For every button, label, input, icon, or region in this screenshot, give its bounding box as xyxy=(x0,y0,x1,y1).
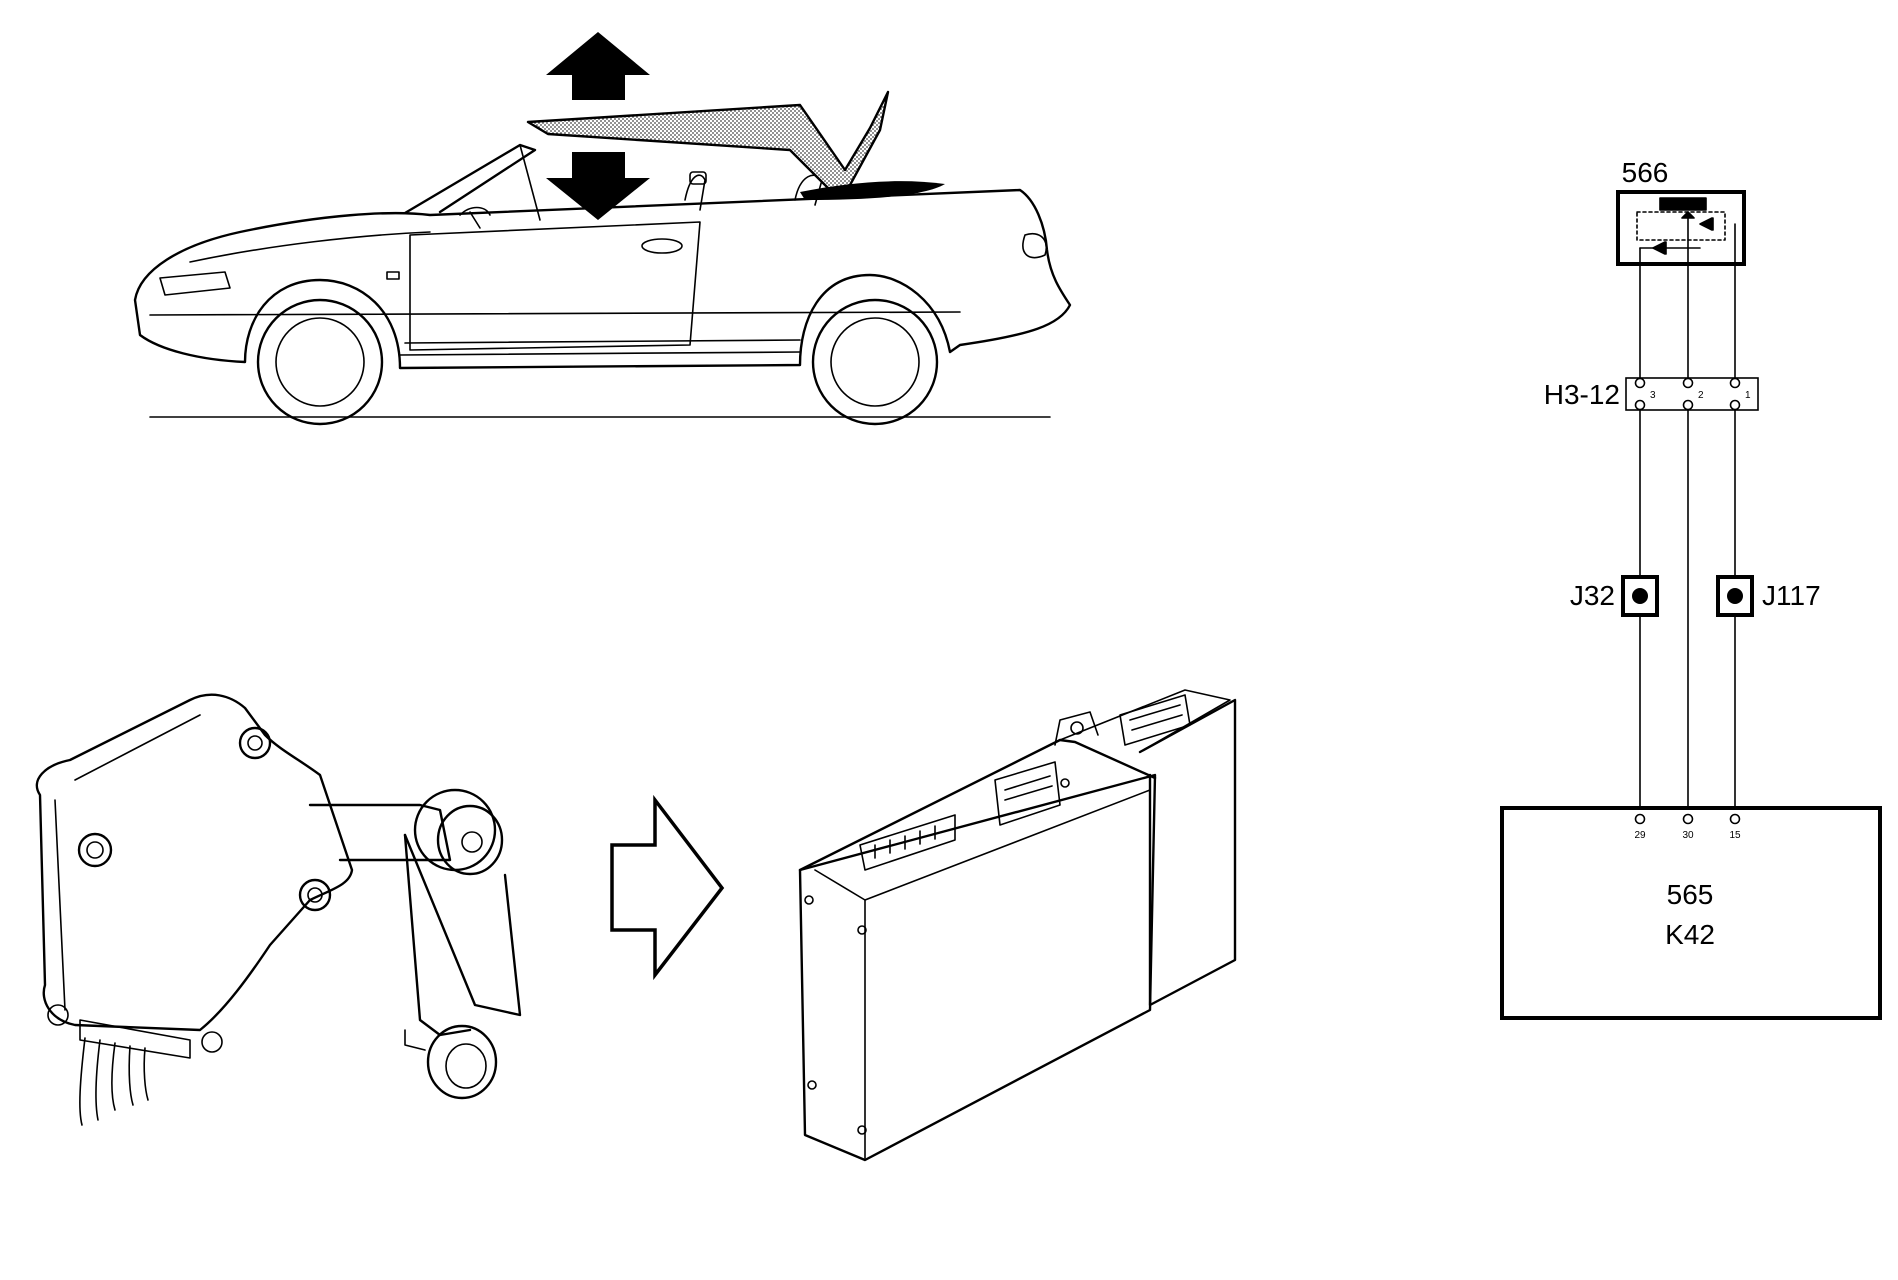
junction-j117-box xyxy=(1716,575,1754,617)
ecu-label-k42: K42 xyxy=(1665,919,1715,950)
hollow-arrow-right-icon xyxy=(610,794,725,981)
control-module-illustration xyxy=(798,689,1237,1162)
ecu-pin-29: 29 xyxy=(1634,830,1646,841)
connector-pin-1: 1 xyxy=(1745,390,1751,401)
junction-j117-dot xyxy=(1727,588,1743,604)
component-566-label: 566 xyxy=(1622,157,1669,188)
connector-h3-12-label: H3-12 xyxy=(1544,379,1620,410)
junction-j32-label: J32 xyxy=(1570,580,1615,611)
junction-j32-dot xyxy=(1632,588,1648,604)
component-566-box xyxy=(1616,190,1746,266)
arrow-up-icon xyxy=(546,32,650,100)
ecu-pin-30: 30 xyxy=(1682,830,1694,841)
ecu-label-565: 565 xyxy=(1667,879,1714,910)
ecu-pin-15: 15 xyxy=(1729,830,1741,841)
connector-pin-3: 3 xyxy=(1650,390,1656,401)
ecu-565-box xyxy=(1500,806,1882,1020)
junction-j117-label: J117 xyxy=(1762,580,1821,611)
position-sensor-illustration xyxy=(35,693,522,1126)
wiring-diagram: 566 H3-12 xyxy=(1500,157,1882,1020)
arrow-down-icon xyxy=(546,152,650,220)
convertible-car-illustration xyxy=(133,32,1072,426)
connector-pin-2: 2 xyxy=(1698,390,1704,401)
